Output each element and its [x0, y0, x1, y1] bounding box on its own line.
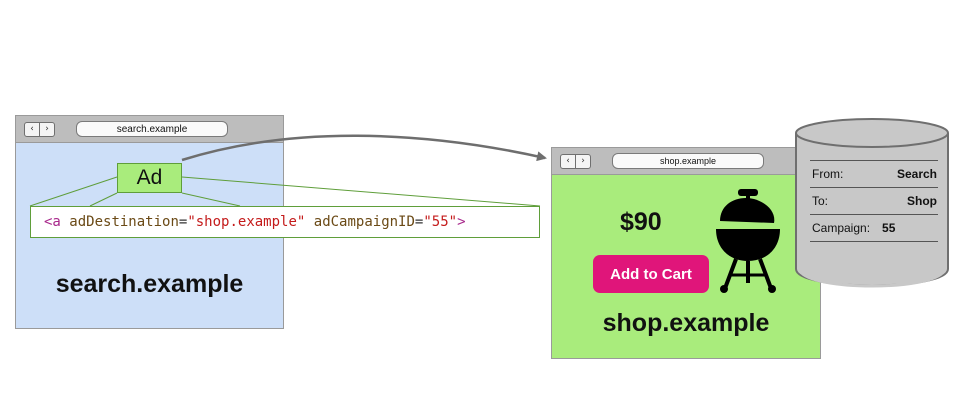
- grill-icon: [716, 189, 780, 293]
- database-icon: [795, 118, 949, 288]
- nav-buttons: ‹ ›: [24, 122, 55, 137]
- db-value: Shop: [907, 194, 937, 208]
- code-value-campaign: "55": [423, 214, 458, 230]
- db-value: Search: [896, 167, 937, 181]
- db-row-campaign: Campaign: 55: [812, 215, 937, 241]
- shop-site-title: shop.example: [602, 309, 770, 337]
- code-space: [305, 214, 313, 230]
- db-divider: [810, 241, 938, 242]
- code-equals: =: [414, 214, 424, 230]
- address-bar[interactable]: shop.example: [612, 153, 764, 169]
- db-divider: [810, 160, 938, 161]
- back-button[interactable]: ‹: [566, 156, 570, 166]
- ad-box[interactable]: Ad: [117, 163, 182, 193]
- nav-buttons: ‹ ›: [560, 154, 591, 169]
- search-site-title: search.example: [55, 270, 244, 298]
- db-divider: [810, 214, 938, 215]
- db-label: To:: [812, 194, 829, 208]
- browser-toolbar: ‹ › search.example: [16, 116, 283, 143]
- ad-code-snippet: <a adDestination="shop.example" adCampai…: [30, 206, 540, 238]
- db-value: 55: [882, 221, 896, 235]
- shop-browser-window: ‹ › shop.example: [551, 147, 821, 359]
- back-button[interactable]: ‹: [30, 124, 34, 134]
- db-label: Campaign:: [812, 221, 871, 235]
- code-attr-destination: adDestination: [69, 214, 179, 230]
- db-row-to: To: Shop: [812, 188, 937, 214]
- forward-button[interactable]: ›: [39, 123, 54, 136]
- add-to-cart-button[interactable]: Add to Cart: [593, 255, 709, 293]
- code-value-destination: "shop.example": [187, 214, 306, 230]
- address-bar[interactable]: search.example: [76, 121, 228, 137]
- code-equals: =: [178, 214, 188, 230]
- code-attr-campaign: adCampaignID: [313, 214, 415, 230]
- product-price: $90: [620, 208, 662, 236]
- forward-button[interactable]: ›: [575, 155, 590, 168]
- code-tag-close: >: [457, 214, 466, 230]
- db-row-from: From: Search: [812, 161, 937, 187]
- browser-toolbar: ‹ › shop.example: [552, 148, 820, 175]
- db-label: From:: [812, 167, 844, 181]
- db-divider: [810, 187, 938, 188]
- code-tag-open: <a: [44, 214, 70, 230]
